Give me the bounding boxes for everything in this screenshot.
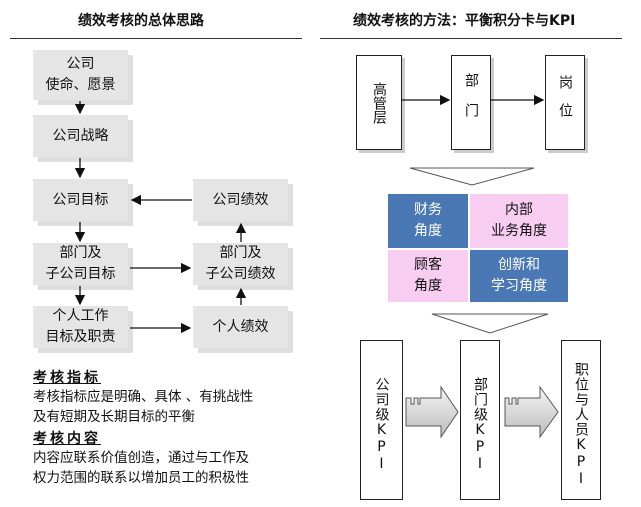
kpi-department-box: 部门级KPI	[460, 340, 500, 500]
kpi-position-label: 职位与人员KPI	[573, 362, 589, 488]
indicators-heading: 考核指标	[33, 370, 101, 386]
left-title-rule	[10, 38, 302, 39]
left-flow-arrows	[74, 101, 247, 334]
block-arrow-company-to-department	[405, 385, 459, 439]
company-mission-box: 公司 使命、愿景	[33, 50, 133, 105]
indicators-text: 考核指标应是明确、具体 、有挑战性 及有短期及长期目标的平衡	[33, 389, 254, 425]
quadrant-internal-business: 内部 业务角度	[470, 194, 568, 248]
kpi-department-label: 部门级KPI	[472, 377, 488, 473]
level-department-box: 部门	[451, 55, 491, 150]
level-position-box: 岗位	[545, 55, 585, 150]
kpi-company-label: 公司级KPI	[373, 377, 390, 473]
kpi-company-box: 公司级KPI	[360, 340, 403, 500]
personal-performance-box: 个人绩效	[193, 306, 293, 353]
right-title-rule	[320, 38, 622, 39]
quadrant-innovation-learning: 创新和 学习角度	[470, 250, 568, 302]
dept-goal-box: 部门及 子公司目标	[33, 243, 133, 290]
block-arrow-department-to-position	[504, 385, 559, 439]
right-title: 绩效考核的方法：平衡积分卡与KPI	[353, 13, 576, 29]
kpi-position-box: 职位与人员KPI	[561, 340, 601, 500]
quadrant-financial: 财务 角度	[388, 194, 468, 248]
quadrant-customer: 顾客 角度	[388, 250, 468, 302]
company-goal-box: 公司目标	[33, 179, 133, 226]
level-executive-box: 高管层	[356, 55, 402, 150]
company-strategy-box: 公司战略	[33, 115, 133, 162]
content-text: 内容应联系价值创造，通过与工作及 权力范围的联系以增加员工的积极性	[33, 450, 249, 486]
content-heading: 考核内容	[33, 431, 101, 447]
level-arrows	[401, 94, 545, 186]
down-chevron-bottom	[431, 313, 549, 334]
dept-performance-box: 部门及 子公司绩效	[193, 243, 293, 290]
personal-goal-box: 个人工作 目标及职责	[33, 306, 133, 353]
down-chevron-top	[409, 167, 535, 186]
left-title: 绩效考核的总体思路	[78, 13, 204, 29]
company-performance-box: 公司绩效	[193, 179, 293, 226]
